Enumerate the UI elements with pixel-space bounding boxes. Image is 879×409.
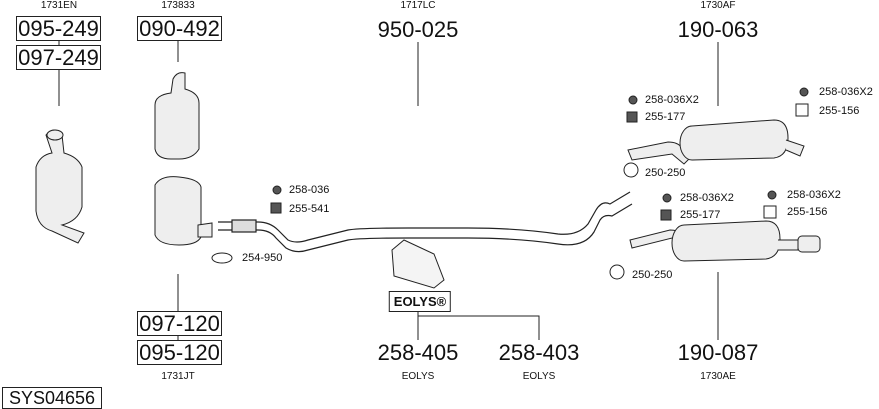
part-number-box[interactable]: 090-492 [137, 16, 222, 41]
accessory-label[interactable]: 250-250 [632, 269, 673, 281]
accessory-label[interactable]: 254-950 [242, 252, 283, 264]
accessory-label[interactable]: 258-036X2 [680, 192, 734, 204]
part-code-1731EN: 1731EN [40, 0, 78, 11]
part-code-1730AE: 1730AE [700, 371, 736, 382]
eolys-container-drawing [391, 239, 445, 289]
rear-muffler-190-087-drawing [629, 220, 821, 262]
accessory-label[interactable]: 255-177 [645, 111, 686, 123]
accessory-label[interactable]: 250-250 [645, 167, 686, 179]
accessory-label[interactable]: 255-156 [787, 206, 828, 218]
part-number[interactable]: 190-087 [677, 340, 759, 365]
front-pipe-950-025-drawing [218, 191, 633, 253]
accessory-label[interactable]: 255-177 [680, 209, 721, 221]
catalyst-173833-drawing [154, 72, 213, 246]
part-number[interactable]: 190-063 [677, 17, 759, 42]
system-id-box: SYS04656 [2, 387, 102, 409]
catalyst-1731EN-drawing [35, 129, 85, 244]
accessory-label[interactable]: 255-156 [819, 105, 860, 117]
part-code: EOLYS [522, 371, 556, 382]
part-number[interactable]: 258-405 [377, 340, 459, 365]
leader-lines [58, 41, 719, 340]
eolys-brand-box: EOLYS® [388, 291, 452, 312]
part-code-173833: 173833 [161, 0, 195, 11]
part-number-box[interactable]: 095-120 [137, 340, 222, 365]
accessory-label[interactable]: 255-541 [289, 203, 330, 215]
part-number[interactable]: 258-403 [498, 340, 580, 365]
part-code-1731JT: 1731JT [161, 371, 195, 382]
part-number-box[interactable]: 097-249 [16, 45, 101, 70]
part-number-box[interactable]: 095-249 [16, 16, 101, 41]
rear-muffler-190-063-drawing [627, 119, 805, 165]
accessory-label[interactable]: 258-036X2 [787, 189, 841, 201]
part-number[interactable]: 950-025 [377, 17, 459, 42]
part-code-1717LC: 1717LC [400, 0, 436, 11]
part-code-1730AF: 1730AF [700, 0, 736, 11]
accessory-icons [211, 87, 809, 280]
accessory-label[interactable]: 258-036X2 [645, 94, 699, 106]
part-number-box[interactable]: 097-120 [137, 311, 222, 336]
accessory-label[interactable]: 258-036 [289, 184, 330, 196]
accessory-label[interactable]: 258-036X2 [819, 86, 873, 98]
part-code: EOLYS [401, 371, 435, 382]
